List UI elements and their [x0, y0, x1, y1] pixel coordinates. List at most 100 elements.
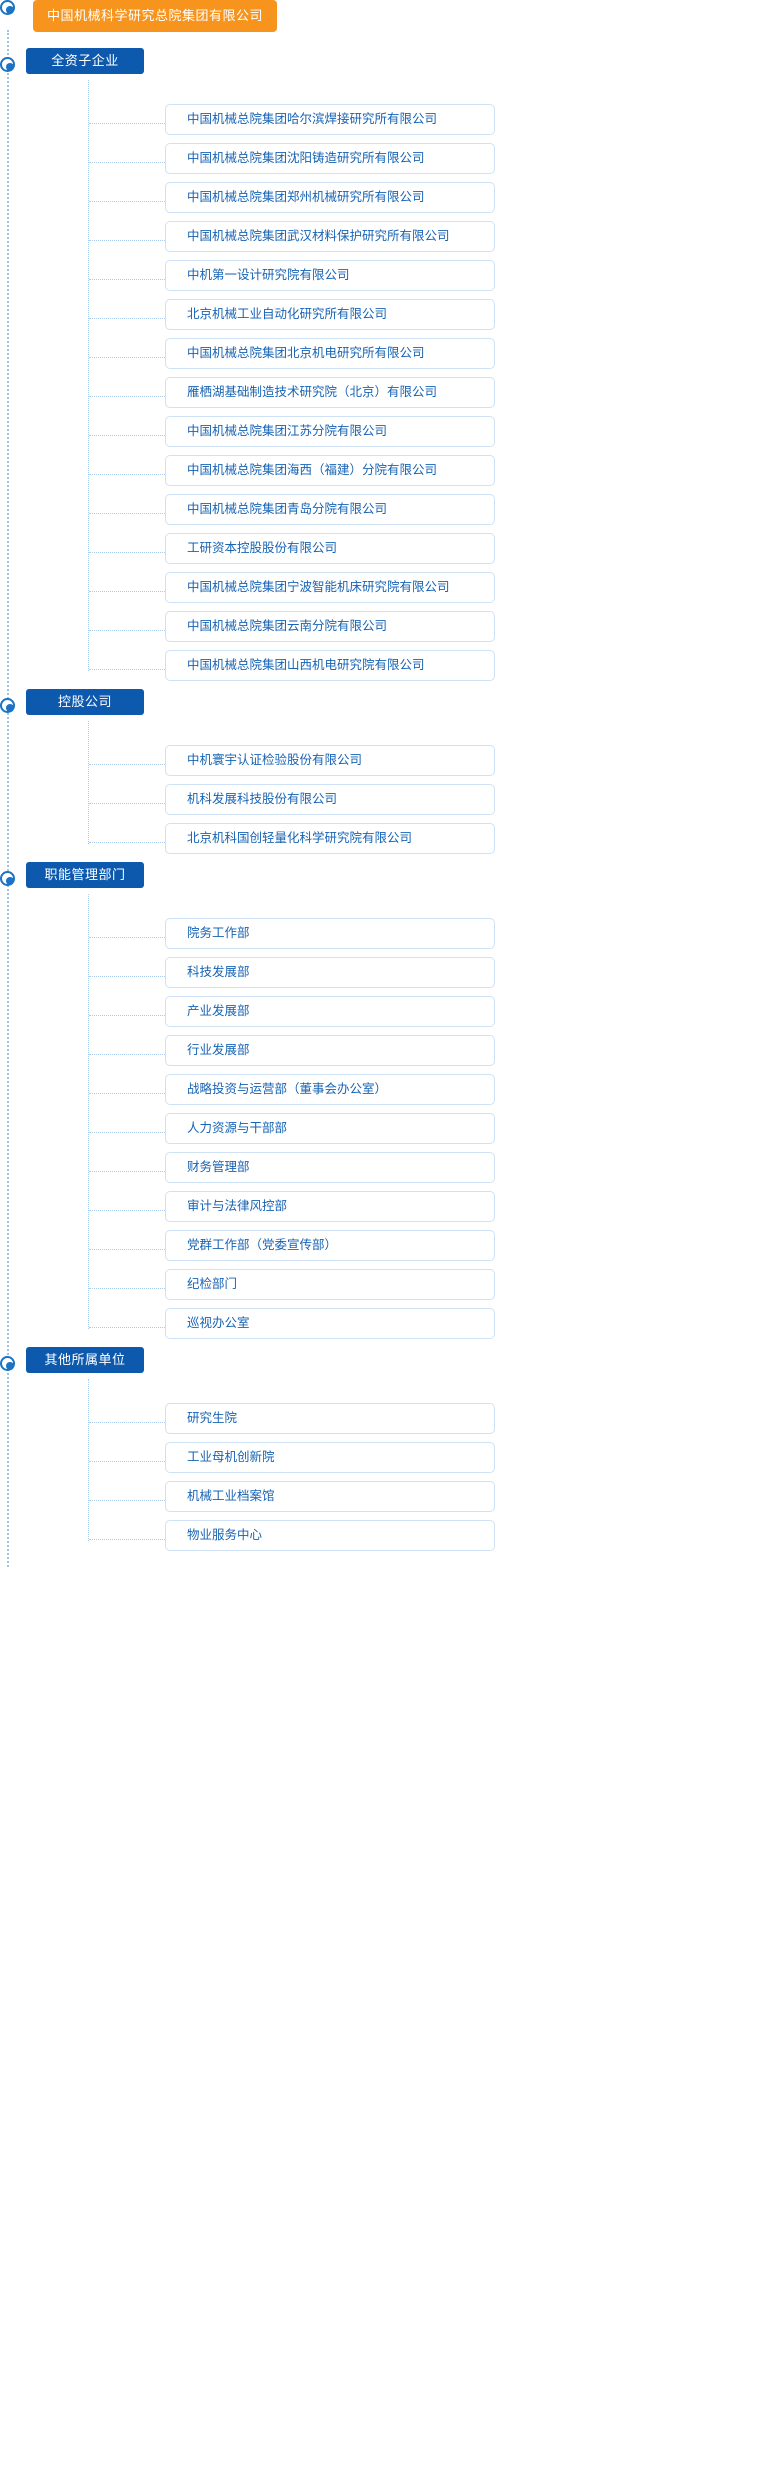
org-node-card[interactable]: 中国机械总院集团哈尔滨焊接研究所有限公司	[165, 104, 495, 135]
branch-connector-line	[89, 318, 165, 319]
org-node-card[interactable]: 党群工作部（党委宣传部）	[165, 1230, 495, 1261]
section-header: 其他所属单位	[0, 1347, 779, 1403]
radio-target-icon	[0, 0, 15, 15]
org-node-card[interactable]: 研究生院	[165, 1403, 495, 1434]
org-node-card[interactable]: 中国机械总院集团武汉材料保护研究所有限公司	[165, 221, 495, 252]
org-node-card[interactable]: 中机第一设计研究院有限公司	[165, 260, 495, 291]
org-node-row: 中机寰宇认证检验股份有限公司	[0, 745, 779, 784]
org-node-card[interactable]: 科技发展部	[165, 957, 495, 988]
org-node-row: 纪检部门	[0, 1269, 779, 1308]
branch-connector-line	[89, 669, 165, 670]
branch-connector-line	[89, 1461, 165, 1462]
org-node-row: 北京机械工业自动化研究所有限公司	[0, 299, 779, 338]
org-node-card[interactable]: 中国机械总院集团云南分院有限公司	[165, 611, 495, 642]
org-node-card[interactable]: 机科发展科技股份有限公司	[165, 784, 495, 815]
org-node-card[interactable]: 机械工业档案馆	[165, 1481, 495, 1512]
org-node-card[interactable]: 行业发展部	[165, 1035, 495, 1066]
org-node-card[interactable]: 中国机械总院集团宁波智能机床研究院有限公司	[165, 572, 495, 603]
org-node-card[interactable]: 战略投资与运营部（董事会办公室）	[165, 1074, 495, 1105]
branch-connector-line	[89, 1327, 165, 1328]
org-node-row: 中国机械总院集团山西机电研究院有限公司	[0, 650, 779, 689]
org-node-row: 战略投资与运营部（董事会办公室）	[0, 1074, 779, 1113]
branch-connector-line	[89, 1132, 165, 1133]
org-node-row: 院务工作部	[0, 918, 779, 957]
branch-connector-line	[89, 1093, 165, 1094]
org-node-row: 巡视办公室	[0, 1308, 779, 1347]
section-label-3[interactable]: 其他所属单位	[26, 1347, 144, 1373]
org-node-row: 中国机械总院集团郑州机械研究所有限公司	[0, 182, 779, 221]
branch-trunk-line	[88, 894, 89, 1329]
branch-connector-line	[89, 591, 165, 592]
org-section: 其他所属单位研究生院工业母机创新院机械工业档案馆物业服务中心	[0, 1347, 779, 1559]
org-node-card[interactable]: 财务管理部	[165, 1152, 495, 1183]
org-node-row: 机械工业档案馆	[0, 1481, 779, 1520]
org-node-row: 中国机械总院集团宁波智能机床研究院有限公司	[0, 572, 779, 611]
radio-target-icon	[0, 57, 15, 72]
branch-connector-line	[89, 435, 165, 436]
org-node-row: 审计与法律风控部	[0, 1191, 779, 1230]
org-node-card[interactable]: 工研资本控股股份有限公司	[165, 533, 495, 564]
org-section: 控股公司中机寰宇认证检验股份有限公司机科发展科技股份有限公司北京机科国创轻量化科…	[0, 689, 779, 862]
section-label-1[interactable]: 控股公司	[26, 689, 144, 715]
org-node-card[interactable]: 中机寰宇认证检验股份有限公司	[165, 745, 495, 776]
org-node-row: 中国机械总院集团江苏分院有限公司	[0, 416, 779, 455]
org-node-card[interactable]: 产业发展部	[165, 996, 495, 1027]
org-section: 全资子企业中国机械总院集团哈尔滨焊接研究所有限公司中国机械总院集团沈阳铸造研究所…	[0, 48, 779, 689]
org-node-card[interactable]: 工业母机创新院	[165, 1442, 495, 1473]
branch-connector-line	[89, 279, 165, 280]
branch-connector-line	[89, 162, 165, 163]
org-node-card[interactable]: 北京机科国创轻量化科学研究院有限公司	[165, 823, 495, 854]
branch-connector-line	[89, 630, 165, 631]
org-chart: 中国机械科学研究总院集团有限公司 全资子企业中国机械总院集团哈尔滨焊接研究所有限…	[0, 0, 779, 1567]
branch-connector-line	[89, 1210, 165, 1211]
branch-connector-line	[89, 513, 165, 514]
org-node-row: 中国机械总院集团哈尔滨焊接研究所有限公司	[0, 104, 779, 143]
branch-connector-line	[89, 976, 165, 977]
org-node-card[interactable]: 中国机械总院集团海西（福建）分院有限公司	[165, 455, 495, 486]
root-node[interactable]: 中国机械科学研究总院集团有限公司	[33, 0, 278, 32]
branch-connector-line	[89, 1171, 165, 1172]
root-node-row: 中国机械科学研究总院集团有限公司	[0, 0, 779, 48]
branch-connector-line	[89, 1288, 165, 1289]
org-section: 职能管理部门院务工作部科技发展部产业发展部行业发展部战略投资与运营部（董事会办公…	[0, 862, 779, 1347]
branch-connector-line	[89, 842, 165, 843]
org-node-row: 人力资源与干部部	[0, 1113, 779, 1152]
radio-target-icon	[0, 871, 15, 886]
branch-trunk-line	[88, 1379, 89, 1541]
org-node-row: 中机第一设计研究院有限公司	[0, 260, 779, 299]
org-node-row: 产业发展部	[0, 996, 779, 1035]
org-node-row: 机科发展科技股份有限公司	[0, 784, 779, 823]
branch-connector-line	[89, 552, 165, 553]
org-node-card[interactable]: 人力资源与干部部	[165, 1113, 495, 1144]
org-node-card[interactable]: 中国机械总院集团北京机电研究所有限公司	[165, 338, 495, 369]
branch-trunk-line	[88, 721, 89, 844]
org-node-card[interactable]: 审计与法律风控部	[165, 1191, 495, 1222]
org-node-card[interactable]: 巡视办公室	[165, 1308, 495, 1339]
org-node-card[interactable]: 物业服务中心	[165, 1520, 495, 1551]
org-node-row: 中国机械总院集团北京机电研究所有限公司	[0, 338, 779, 377]
branch-connector-line	[89, 1054, 165, 1055]
org-node-row: 北京机科国创轻量化科学研究院有限公司	[0, 823, 779, 862]
branch-connector-line	[89, 240, 165, 241]
org-node-card[interactable]: 中国机械总院集团郑州机械研究所有限公司	[165, 182, 495, 213]
branch-connector-line	[89, 123, 165, 124]
section-header: 职能管理部门	[0, 862, 779, 918]
branch-connector-line	[89, 764, 165, 765]
org-node-card[interactable]: 中国机械总院集团青岛分院有限公司	[165, 494, 495, 525]
section-label-2[interactable]: 职能管理部门	[26, 862, 144, 888]
section-children: 中国机械总院集团哈尔滨焊接研究所有限公司中国机械总院集团沈阳铸造研究所有限公司中…	[0, 80, 779, 689]
branch-connector-line	[89, 201, 165, 202]
org-node-card[interactable]: 中国机械总院集团山西机电研究院有限公司	[165, 650, 495, 681]
org-node-card[interactable]: 纪检部门	[165, 1269, 495, 1300]
org-node-row: 工业母机创新院	[0, 1442, 779, 1481]
org-node-row: 雁栖湖基础制造技术研究院（北京）有限公司	[0, 377, 779, 416]
branch-connector-line	[89, 1015, 165, 1016]
org-node-row: 中国机械总院集团海西（福建）分院有限公司	[0, 455, 779, 494]
org-node-card[interactable]: 院务工作部	[165, 918, 495, 949]
org-node-row: 行业发展部	[0, 1035, 779, 1074]
org-node-card[interactable]: 雁栖湖基础制造技术研究院（北京）有限公司	[165, 377, 495, 408]
section-label-0[interactable]: 全资子企业	[26, 48, 144, 74]
org-node-card[interactable]: 中国机械总院集团江苏分院有限公司	[165, 416, 495, 447]
org-node-card[interactable]: 中国机械总院集团沈阳铸造研究所有限公司	[165, 143, 495, 174]
org-node-card[interactable]: 北京机械工业自动化研究所有限公司	[165, 299, 495, 330]
